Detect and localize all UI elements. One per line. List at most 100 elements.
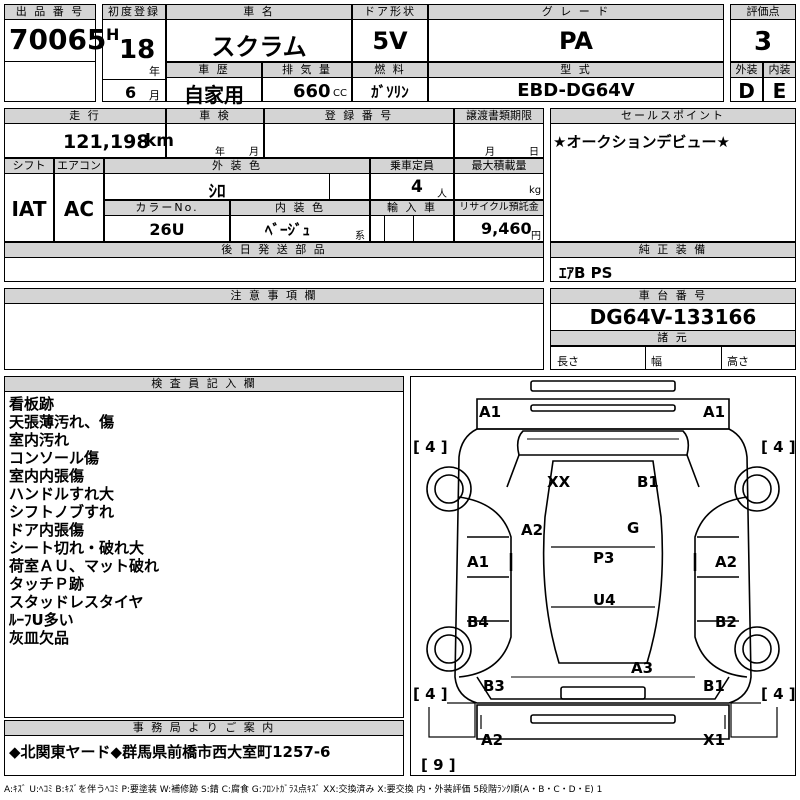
transfer-day-unit: 日 — [529, 147, 539, 158]
dmg-rear-right: B1 — [703, 677, 725, 695]
remark-line: 室内内張傷 — [9, 467, 85, 485]
aircon-box: エアコン AC — [54, 158, 104, 242]
shift-label: シフト — [4, 158, 54, 174]
remark-line: ドア内張傷 — [9, 521, 85, 539]
fuel-type: ｶﾞｿﾘﾝ — [371, 83, 409, 101]
dmg-left-door: A1 — [467, 553, 489, 571]
registration-number-box: 登 録 番 号 — [264, 108, 454, 158]
chassis-label: 車 台 番 号 — [550, 288, 796, 304]
displacement-box: 排 気 量 660 CC — [262, 62, 352, 102]
dmg-hood: XX — [547, 473, 571, 491]
remark-line: コンソール傷 — [9, 449, 100, 467]
color-no-label: カラーNo. — [104, 200, 230, 216]
door-type: 5V — [372, 27, 408, 55]
spare-tire: [ 9 ] — [421, 756, 456, 774]
int-color-unit: 系 — [355, 231, 365, 242]
color-no-box: カラーNo. 26U — [104, 200, 230, 242]
tire-front-left: [ 4 ] — [413, 438, 448, 456]
dmg-rear-bumper-right: X1 — [703, 731, 725, 749]
dmg-glass: G — [627, 519, 639, 537]
import-box: 輸 入 車 — [370, 200, 454, 242]
shift-type: IAT — [11, 197, 47, 221]
inspection-month-unit: 月 — [249, 147, 259, 158]
model-label: 型 式 — [428, 62, 724, 78]
car-history: 自家用 — [184, 83, 244, 107]
displacement-unit: CC — [333, 88, 347, 99]
displacement-label: 排 気 量 — [262, 62, 352, 78]
aircon-type: AC — [63, 197, 95, 221]
exterior-grade: D — [738, 79, 755, 103]
lot-number-label: 出 品 番 号 — [4, 4, 96, 20]
year-unit: 年 — [149, 65, 160, 78]
legend-text: A:ｷｽﾞ U:ﾍｺﾐ B:ｷｽﾞを伴うﾍｺﾐ P:要塗装 W:補修跡 S:錆 … — [4, 785, 603, 795]
tire-rear-right: [ 4 ] — [761, 685, 795, 703]
recycle-box: リサイクル預託金 9,460 円 — [454, 200, 544, 242]
transfer-docs-box: 譲渡書類期限 月 日 — [454, 108, 544, 158]
score-box: 評価点 3 — [730, 4, 796, 62]
era: H — [106, 25, 120, 44]
tire-rear-left: [ 4 ] — [413, 685, 448, 703]
height-label: 高さ — [727, 355, 749, 368]
inspector-remarks-label: 検 査 員 記 入 欄 — [4, 376, 404, 392]
genuine-equipment-label: 純 正 装 備 — [550, 242, 796, 258]
mileage-box: 走 行 121,198 km — [4, 108, 174, 158]
int-color-label: 内 装 色 — [230, 200, 370, 216]
max-load-label: 最大積載量 — [454, 158, 544, 174]
displacement: 660 — [293, 81, 331, 102]
exterior-label: 外装 — [730, 62, 763, 78]
history-box: 車 歴 自家用 — [166, 62, 262, 107]
lot-number-box: 出 品 番 号 70065 — [4, 4, 106, 102]
score-label: 評価点 — [730, 4, 796, 20]
office-info-label: 事 務 局 よ り ご 案 内 — [4, 720, 404, 736]
specs-label: 諸 元 — [550, 330, 796, 346]
width-label: 幅 — [651, 355, 662, 368]
car-name-label: 車 名 — [166, 4, 352, 20]
recycle-fee: 9,460 — [481, 219, 532, 238]
score: 3 — [753, 27, 773, 57]
later-parts-box: 後 日 発 送 部 品 — [4, 242, 544, 282]
capacity-box: 乗車定員 4 人 — [370, 158, 454, 200]
int-color: ﾍﾞｰｼﾞｭ — [265, 221, 311, 239]
dmg-roof-rear: U4 — [593, 591, 616, 609]
chassis-box: 車 台 番 号 DG64V-133166 諸 元 長さ 幅 高さ — [550, 288, 796, 370]
capacity: 4 — [411, 177, 423, 197]
dmg-left-rear: B4 — [467, 613, 489, 631]
recycle-label: リサイクル預託金 — [454, 200, 544, 216]
ext-color-label: 外 装 色 — [104, 158, 370, 174]
grade-box: グ レ ー ド PA — [428, 4, 724, 62]
interior-grade: E — [772, 79, 787, 103]
caution-label: 注 意 事 項 欄 — [4, 288, 544, 304]
first-registration-box: 初度登録 H 18 年 6 月 — [102, 4, 166, 102]
ext-color-box: 外 装 色 ｼﾛ — [104, 158, 370, 202]
ext-color: ｼﾛ — [208, 182, 226, 202]
remark-line: 灰皿欠品 — [9, 629, 70, 647]
dmg-rear-panel: A3 — [631, 659, 653, 677]
model-box: 型 式 EBD-DG64V — [428, 62, 724, 102]
exterior-box: 外装 D — [730, 62, 763, 103]
inspection-year-unit: 年 — [215, 147, 225, 158]
later-parts-label: 後 日 発 送 部 品 — [4, 242, 544, 258]
month-unit: 月 — [149, 89, 160, 102]
chassis-number: DG64V-133166 — [589, 305, 757, 329]
office-info-text: ◆北関東ヤード◆群馬県前橋市西大室町1257-6 — [9, 743, 331, 761]
shift-box: シフト IAT — [4, 158, 54, 242]
fuel-label: 燃 料 — [352, 62, 428, 78]
mileage: 121,198 — [63, 131, 150, 153]
remark-line: シート切れ・破れ大 — [9, 539, 145, 557]
grade: PA — [559, 27, 593, 55]
remark-line: シフトノブすれ — [9, 503, 115, 521]
dmg-right-door: A2 — [715, 553, 737, 571]
genuine-equipment: ｴｱB PS — [559, 264, 613, 282]
remark-line: 荷室ＡＵ、マット破れ — [9, 557, 160, 575]
dmg-right-rear: B2 — [715, 613, 737, 631]
sales-point-box: セールスポイント ★オークションデビュー★ — [550, 108, 796, 242]
remark-line: 看板跡 — [9, 395, 55, 413]
dmg-front-right: A1 — [703, 403, 725, 421]
car-name: スクラム — [211, 33, 307, 61]
history-label: 車 歴 — [166, 62, 262, 78]
damage-diagram-box: A1 A1 [ 4 ] [ 4 ] XX B1 A2 G A1 A2 P3 U4… — [410, 376, 796, 776]
registration-month: 6 — [125, 83, 137, 102]
tire-front-right: [ 4 ] — [761, 438, 795, 456]
dmg-rear-bumper-left: A2 — [481, 731, 503, 749]
sales-point-text: ★オークションデビュー★ — [553, 133, 730, 151]
